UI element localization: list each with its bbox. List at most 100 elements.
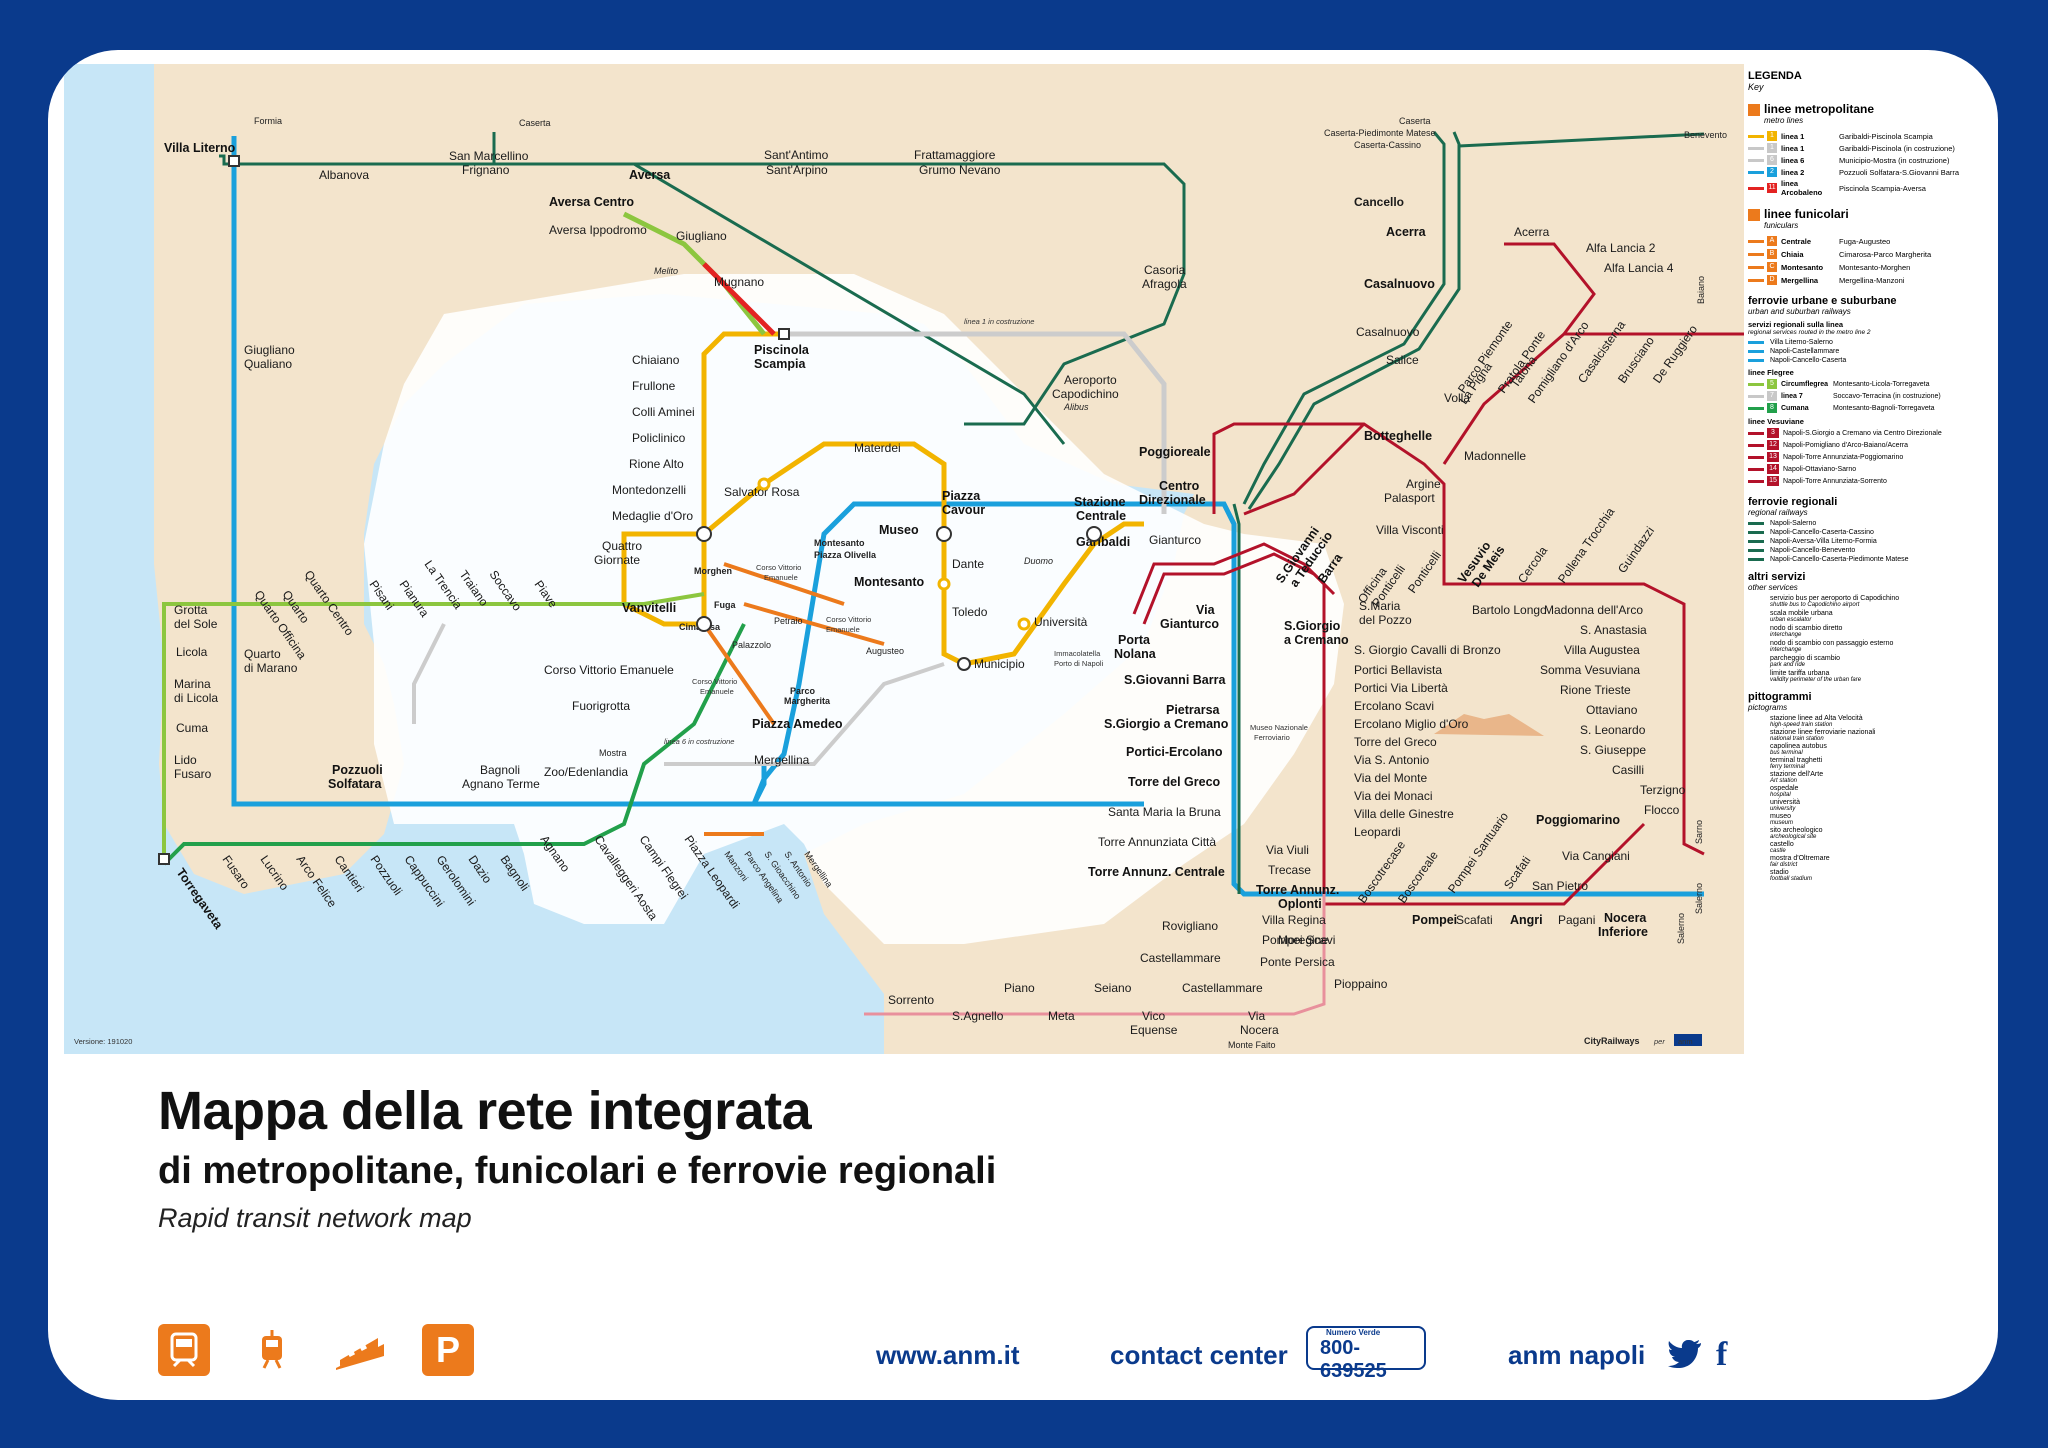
station-pagani[interactable]: Pagani <box>1558 913 1595 927</box>
station-aversa-ippodromo[interactable]: Aversa Ippodromo <box>549 223 647 237</box>
facebook-icon[interactable]: f <box>1716 1336 1728 1373</box>
phone-box[interactable]: Numero Verde 800-639525 <box>1306 1326 1426 1382</box>
station-torre-oplonti[interactable]: Torre Annunz. <box>1256 883 1339 897</box>
station-augusteo[interactable]: Augusteo <box>866 646 904 656</box>
station-giugliano[interactable]: Giugliano <box>676 229 727 243</box>
station-nolana[interactable]: Nolana <box>1114 647 1157 661</box>
station-acerra-fs[interactable]: Acerra <box>1386 225 1427 239</box>
station-alfa-lancia2[interactable]: Alfa Lancia 2 <box>1586 241 1656 255</box>
station-corso-ve-3[interactable]: Corso Vittorio <box>692 677 737 686</box>
station-gianturco[interactable]: Gianturco <box>1149 533 1201 547</box>
station-frullone[interactable]: Frullone <box>632 379 676 393</box>
station-del-pozzo[interactable]: del Pozzo <box>1359 613 1412 627</box>
station-via-santonio[interactable]: Via S. Antonio <box>1354 753 1429 767</box>
station-mugnano[interactable]: Mugnano <box>714 275 764 289</box>
station-casalnuovo-c[interactable]: Casalnuovo <box>1356 325 1420 339</box>
station-nocera[interactable]: Nocera <box>1604 911 1647 925</box>
station-santa-maria-bruna[interactable]: Santa Maria la Bruna <box>1108 805 1221 819</box>
station-del-sole[interactable]: del Sole <box>174 617 218 631</box>
station-quarto-marano[interactable]: Quarto <box>244 647 281 661</box>
station-mostra[interactable]: Mostra <box>599 748 627 758</box>
station-capodichino[interactable]: Capodichino <box>1052 387 1119 401</box>
station-giornate[interactable]: Giornate <box>594 553 640 567</box>
station-parco-margherita[interactable]: Parco <box>790 686 816 696</box>
station-seiano[interactable]: Seiano <box>1094 981 1132 995</box>
station-afragola[interactable]: Afragola <box>1142 277 1187 291</box>
station-piazza-amedeo[interactable]: Piazza Amedeo <box>752 717 843 731</box>
station-san-pietro[interactable]: San Pietro <box>1532 879 1588 893</box>
station-flocco[interactable]: Flocco <box>1644 803 1680 817</box>
station-botteghelle[interactable]: Botteghelle <box>1364 429 1432 443</box>
station-via-gianturco2[interactable]: Gianturco <box>1160 617 1219 631</box>
station-sagnello[interactable]: S.Agnello <box>952 1009 1004 1023</box>
station-pioppaino[interactable]: Pioppaino <box>1334 977 1388 991</box>
station-bagnoli-at[interactable]: Bagnoli <box>480 763 520 777</box>
station-cancello[interactable]: Cancello <box>1354 195 1404 209</box>
station-giugliano-qualiano[interactable]: Giugliano <box>244 343 295 357</box>
station-colli-aminei[interactable]: Colli Aminei <box>632 405 695 419</box>
station-universita[interactable]: Università <box>1034 615 1088 629</box>
station-santantimo[interactable]: Sant'Antimo <box>764 148 829 162</box>
station-dante[interactable]: Dante <box>952 557 984 571</box>
station-meta[interactable]: Meta <box>1048 1009 1075 1023</box>
station-casoria[interactable]: Casoria <box>1144 263 1186 277</box>
station-margherita[interactable]: Margherita <box>784 696 831 706</box>
station-torre-centrale[interactable]: Torre Annunz. Centrale <box>1088 865 1225 879</box>
station-smaria-pozzo[interactable]: S.Maria <box>1359 599 1401 613</box>
station-santarpino[interactable]: Sant'Arpino <box>766 163 828 177</box>
station-equense[interactable]: Equense <box>1130 1023 1178 1037</box>
station-sorrento[interactable]: Sorrento <box>888 993 934 1007</box>
station-salice[interactable]: Salice <box>1386 353 1419 367</box>
station-via-monte[interactable]: Via del Monte <box>1354 771 1427 785</box>
station-mergellina[interactable]: Mergellina <box>754 753 810 767</box>
station-municipio[interactable]: Municipio <box>974 657 1025 671</box>
station-palazzolo[interactable]: Palazzolo <box>732 640 771 650</box>
station-terzigno[interactable]: Terzigno <box>1640 783 1686 797</box>
station-casalnuovo-fs[interactable]: Casalnuovo <box>1364 277 1435 291</box>
station-sgiorgio[interactable]: S.Giorgio <box>1284 619 1341 633</box>
station-sg-cavalli[interactable]: S. Giorgio Cavalli di Bronzo <box>1354 643 1501 657</box>
station-quattro-giornate[interactable]: Quattro <box>602 539 642 553</box>
station-aeroporto[interactable]: Aeroporto <box>1064 373 1117 387</box>
station-fuga[interactable]: Fuga <box>714 600 736 610</box>
station-piazza-cavour[interactable]: Piazza <box>942 489 981 503</box>
station-pompei[interactable]: Pompei <box>1412 913 1457 927</box>
station-zoo[interactable]: Zoo/Edenlandia <box>544 765 628 779</box>
station-piazza-olivella[interactable]: Piazza Olivella <box>814 550 877 560</box>
station-corso-ve-2b[interactable]: Emanuele <box>826 625 860 634</box>
station-grotta-sole[interactable]: Grotta <box>174 603 208 617</box>
station-medaglie-oro[interactable]: Medaglie d'Oro <box>612 509 693 523</box>
station-di-licola[interactable]: di Licola <box>174 691 218 705</box>
station-pietrarsa[interactable]: Pietrarsa <box>1166 703 1221 717</box>
station-villa-regina[interactable]: Villa Regina <box>1262 913 1326 927</box>
station-fusaro-lido[interactable]: Fusaro <box>174 767 212 781</box>
station-scafati[interactable]: Scafati <box>1456 913 1493 927</box>
station-rione-alto[interactable]: Rione Alto <box>629 457 684 471</box>
station-rione-trieste[interactable]: Rione Trieste <box>1560 683 1631 697</box>
station-portici-bellavista[interactable]: Portici Bellavista <box>1354 663 1442 677</box>
station-leopardi[interactable]: Leopardi <box>1354 825 1401 839</box>
station-sgiovanni-barra[interactable]: S.Giovanni Barra <box>1124 673 1226 687</box>
station-vanvitelli[interactable]: Vanvitelli <box>622 601 676 615</box>
station-aversa[interactable]: Aversa <box>629 168 671 182</box>
station-garibaldi[interactable]: Garibaldi <box>1076 535 1130 549</box>
station-torre-citta[interactable]: Torre Annunziata Città <box>1098 835 1216 849</box>
station-pietrarsa2[interactable]: S.Giorgio a Cremano <box>1104 717 1229 731</box>
station-castellammare[interactable]: Castellammare <box>1182 981 1263 995</box>
station-s-anastasia[interactable]: S. Anastasia <box>1580 623 1647 637</box>
station-marina-licola[interactable]: Marina <box>174 677 211 691</box>
station-via-monaci[interactable]: Via dei Monaci <box>1354 789 1433 803</box>
station-aversa-centro[interactable]: Aversa Centro <box>549 195 634 209</box>
station-montedonzelli[interactable]: Montedonzelli <box>612 483 686 497</box>
station-nocera-via[interactable]: Nocera <box>1240 1023 1279 1037</box>
station-inferiore[interactable]: Inferiore <box>1598 925 1648 939</box>
station-lido-fusaro[interactable]: Lido <box>174 753 197 767</box>
twitter-icon[interactable] <box>1668 1340 1702 1368</box>
station-museo[interactable]: Museo <box>879 523 919 537</box>
station-villa-ginestre[interactable]: Villa delle Ginestre <box>1354 807 1454 821</box>
station-rovigliano[interactable]: Rovigliano <box>1162 919 1218 933</box>
station-licola[interactable]: Licola <box>176 645 208 659</box>
station-piscinola[interactable]: Piscinola <box>754 343 810 357</box>
station-frignano[interactable]: Frignano <box>462 163 510 177</box>
station-grumo[interactable]: Grumo Nevano <box>919 163 1001 177</box>
